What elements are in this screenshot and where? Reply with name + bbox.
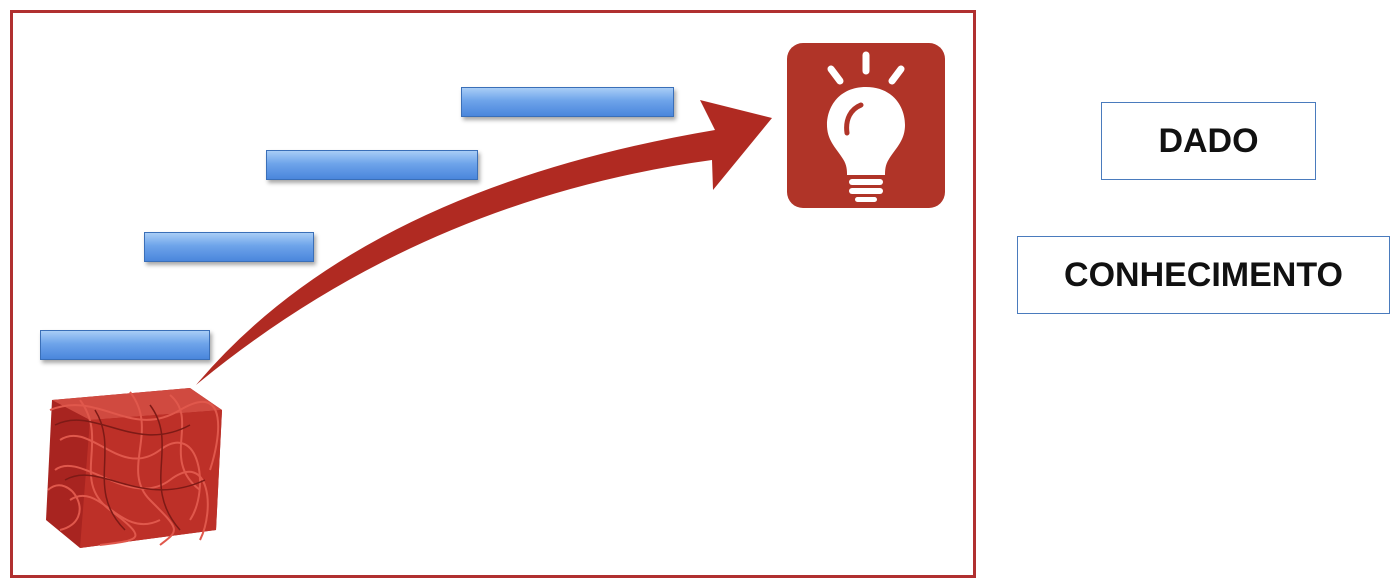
tangled-thread-cube-icon [40,380,230,550]
lightbulb-tile [787,43,945,208]
dado-label: DADO [1158,122,1258,161]
lightbulb-icon [787,43,945,208]
step-bar-4 [461,87,674,117]
conhecimento-label-box: CONHECIMENTO [1017,236,1390,314]
conhecimento-label: CONHECIMENTO [1064,256,1343,295]
dado-label-box: DADO [1101,102,1316,180]
